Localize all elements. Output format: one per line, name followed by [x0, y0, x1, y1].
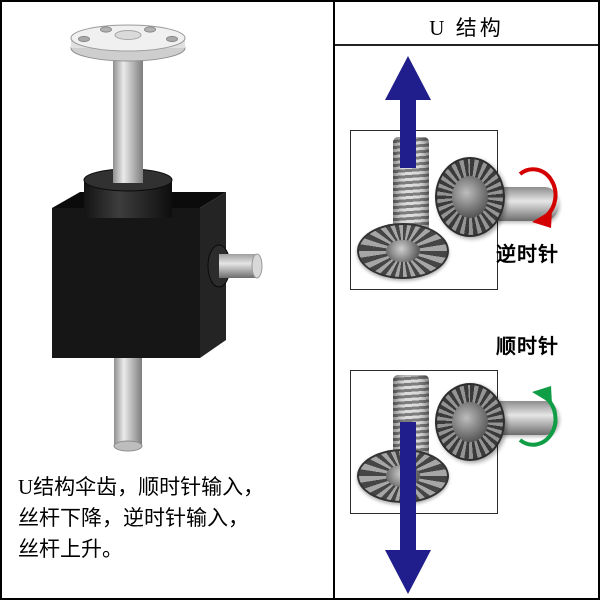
lower-screw-rod — [113, 348, 143, 452]
counterclockwise-label: 逆时针 — [496, 244, 559, 266]
caption-line: 丝杆上升。 — [18, 537, 123, 561]
panel-title: U 结构 — [429, 16, 504, 40]
caption-line: U结构伞齿，顺时针输入， — [18, 475, 265, 499]
caption-line: 丝杆下降，逆时针输入， — [18, 506, 249, 530]
vertical-bevel-gear — [435, 383, 505, 461]
flange-plate — [70, 24, 186, 62]
counterclockwise-arrow-icon — [518, 167, 558, 228]
up-arrow-icon — [385, 56, 431, 168]
title-underline — [335, 44, 598, 46]
horizontal-bevel-gear — [357, 223, 449, 279]
gearbox-cube — [52, 192, 226, 358]
clockwise-arrow-icon — [518, 386, 558, 447]
upper-screw-rod — [113, 48, 143, 183]
screw-jack-illustration — [52, 24, 263, 452]
input-shaft-boss — [207, 244, 263, 288]
vertical-bevel-gear — [435, 157, 505, 237]
panel-divider — [333, 2, 335, 598]
gear-diagram-counterclockwise — [350, 130, 559, 290]
caption-text: U结构伞齿，顺时针输入， 丝杆下降，逆时针输入， 丝杆上升。 — [18, 472, 324, 565]
clockwise-label: 顺时针 — [496, 336, 559, 358]
down-arrow-icon — [385, 422, 431, 594]
